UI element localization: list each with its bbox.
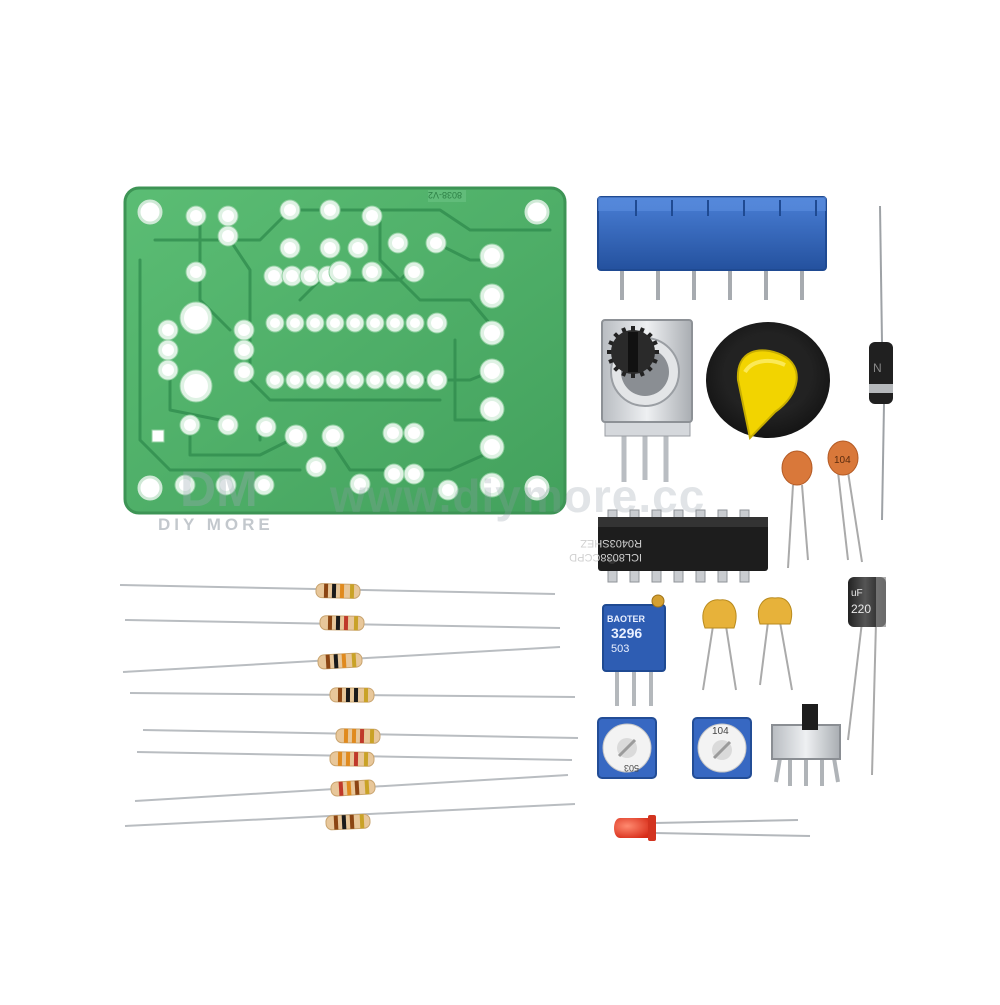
header-ridges bbox=[635, 200, 817, 216]
diode-marking: N bbox=[873, 361, 882, 375]
ic-marking-line1: ICL8038CCPD bbox=[569, 551, 642, 563]
small-pot-a-label: 503 bbox=[624, 763, 639, 773]
small-trimpot-right: 104 bbox=[692, 717, 752, 779]
watermark-logo: DM bbox=[180, 461, 258, 517]
red-led bbox=[614, 815, 811, 841]
watermark-tagline: DIY MORE bbox=[158, 515, 274, 534]
resistor bbox=[124, 615, 561, 631]
electrolytic-capacitor: 220 uF bbox=[847, 577, 886, 776]
cap-104-label: 104 bbox=[834, 455, 851, 466]
cap-unit: uF bbox=[851, 588, 863, 599]
ceramic-capacitors-104: 104 bbox=[781, 440, 863, 569]
rotary-potentiometer bbox=[601, 319, 693, 482]
knob-cap bbox=[706, 322, 830, 441]
trimmer-value: 503 bbox=[611, 643, 629, 655]
pcb-silk-label: 8038-V2 bbox=[428, 190, 462, 200]
pcb-mounting-holes bbox=[137, 199, 550, 501]
resistor bbox=[129, 687, 576, 703]
watermark: DM DIY MORE www.diymore.cc bbox=[158, 461, 705, 534]
rectifier-diode: N bbox=[869, 205, 893, 521]
resistor-group bbox=[119, 583, 579, 831]
ceramic-capacitors-yellow bbox=[702, 597, 793, 691]
cap-value: 220 bbox=[851, 602, 871, 616]
resistor bbox=[124, 803, 576, 831]
resistor bbox=[122, 646, 561, 673]
ic-chip-icl8038: ICL8038CCPD R0403SHEZ bbox=[569, 509, 768, 583]
blue-pin-header bbox=[597, 196, 827, 300]
trimmer-model: 3296 bbox=[611, 625, 642, 641]
resistor bbox=[134, 774, 569, 802]
watermark-site: www.diymore.cc bbox=[329, 470, 705, 522]
trimmer-3296: BAOTER 3296 503 bbox=[602, 594, 666, 706]
ic-marking-line2: R0403SHEZ bbox=[580, 537, 642, 549]
resistor bbox=[119, 583, 556, 599]
pcb-solder-pads bbox=[151, 199, 505, 501]
small-trimpot-left: 503 bbox=[597, 717, 657, 779]
trimmer-brand: BAOTER bbox=[607, 614, 646, 624]
resistor bbox=[136, 751, 573, 767]
pcb-board: 8038-V2 bbox=[123, 186, 567, 515]
resistor bbox=[142, 728, 579, 744]
slide-switch bbox=[771, 704, 841, 786]
small-pot-b-label: 104 bbox=[712, 726, 729, 737]
